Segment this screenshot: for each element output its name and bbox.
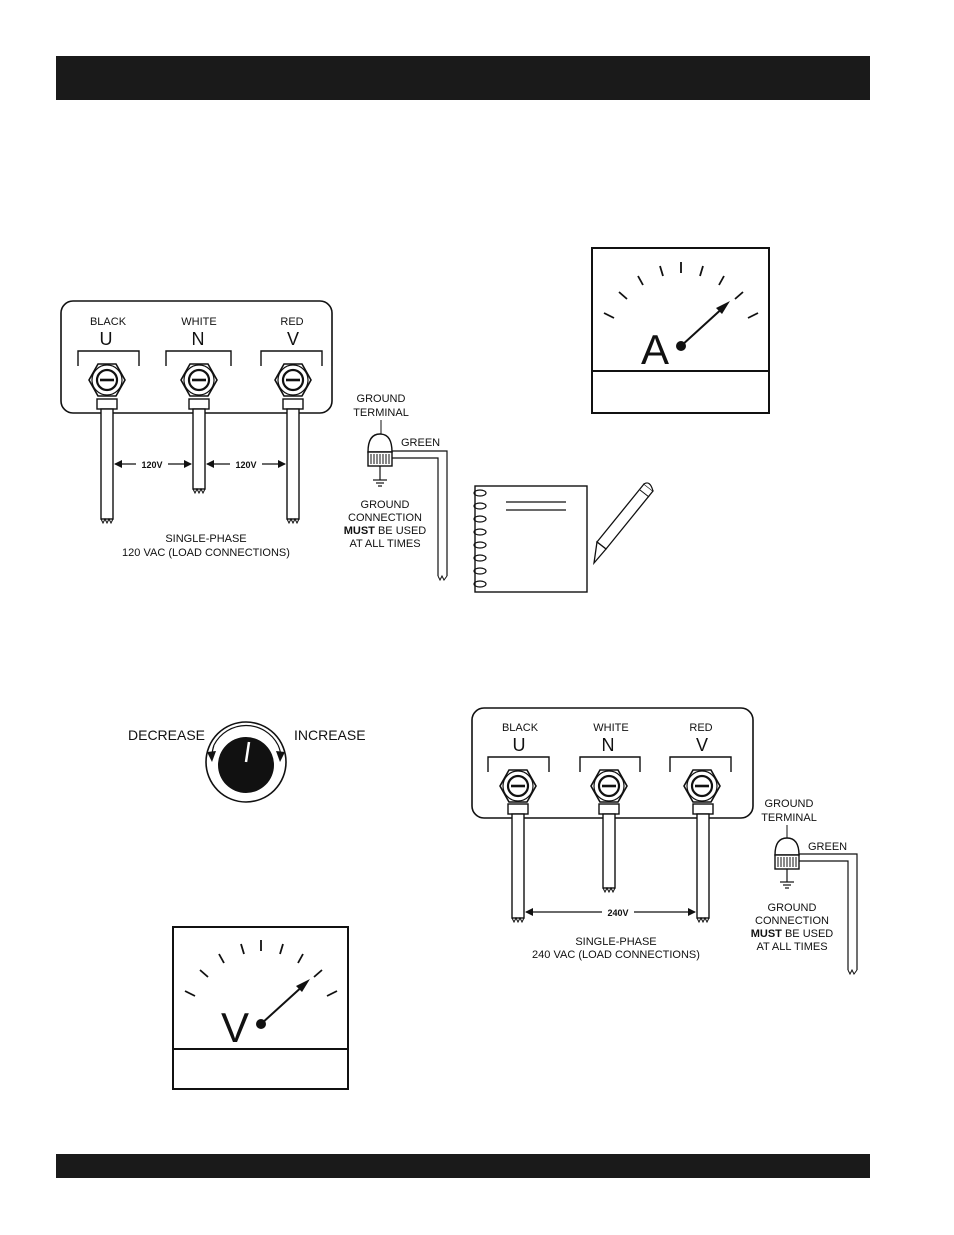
panel-120v: BLACK U WHITE N RED V <box>61 301 332 559</box>
terminal-letter: U <box>513 735 526 755</box>
caption-line: 120 VAC (LOAD CONNECTIONS) <box>122 547 290 559</box>
panel-240v: BLACK U WHITE N RED V 240 <box>472 708 753 961</box>
must-word: MUST <box>751 928 782 940</box>
pencil-icon <box>594 483 653 563</box>
ammeter-letter: A <box>641 326 669 373</box>
voltmeter-letter: V <box>221 1004 249 1051</box>
wire-color-label: RED <box>689 722 712 734</box>
ground-note: GROUND <box>361 499 410 511</box>
decrease-label: DECREASE <box>128 727 205 743</box>
wire-color-label: WHITE <box>181 316 216 328</box>
ground-note: CONNECTION <box>348 512 422 524</box>
voltage-label: 120V <box>141 460 162 470</box>
wire-color-label: WHITE <box>593 722 628 734</box>
must-rest: BE USED <box>375 525 426 537</box>
ground-title: TERMINAL <box>761 812 817 824</box>
wire-color-label: RED <box>280 316 303 328</box>
voltmeter-gauge: V <box>173 927 348 1089</box>
wire-label: GREEN <box>401 437 440 449</box>
terminal-letter: V <box>287 329 299 349</box>
caption-line: SINGLE-PHASE <box>575 936 656 948</box>
terminal-letter: V <box>696 735 708 755</box>
caption-line: SINGLE-PHASE <box>165 533 246 545</box>
ground-note: CONNECTION <box>755 915 829 927</box>
voltage-adjust-knob[interactable]: DECREASE INCREASE <box>128 722 366 802</box>
ground-note: GROUND <box>768 902 817 914</box>
wire-color-label: BLACK <box>502 722 539 734</box>
ground-title: GROUND <box>765 798 814 810</box>
must-word: MUST <box>344 525 375 537</box>
terminal-letter: N <box>602 735 615 755</box>
ground-note: AT ALL TIMES <box>756 941 827 953</box>
ground-title: TERMINAL <box>353 407 409 419</box>
ground-title: GROUND <box>357 393 406 405</box>
ground-note-must: MUST BE USED <box>751 928 834 940</box>
voltage-label: 120V <box>235 460 256 470</box>
terminal-letter: U <box>100 329 113 349</box>
ammeter-gauge: A <box>592 248 769 413</box>
caption-line: 240 VAC (LOAD CONNECTIONS) <box>532 949 700 961</box>
terminal-letter: N <box>192 329 205 349</box>
increase-label: INCREASE <box>294 727 366 743</box>
voltage-label: 240V <box>607 908 628 918</box>
notebook-icon <box>474 486 587 592</box>
wire-color-label: BLACK <box>90 316 127 328</box>
ground-note: AT ALL TIMES <box>349 538 420 550</box>
ground-terminal-bottom: GROUND TERMINAL GREEN GROUND CONNECTION … <box>751 798 857 974</box>
ground-note-must: MUST BE USED <box>344 525 427 537</box>
wire-label: GREEN <box>808 841 847 853</box>
ground-terminal-top: GROUND TERMINAL GREEN GROUND CONNECTION … <box>344 393 447 580</box>
must-rest: BE USED <box>782 928 833 940</box>
